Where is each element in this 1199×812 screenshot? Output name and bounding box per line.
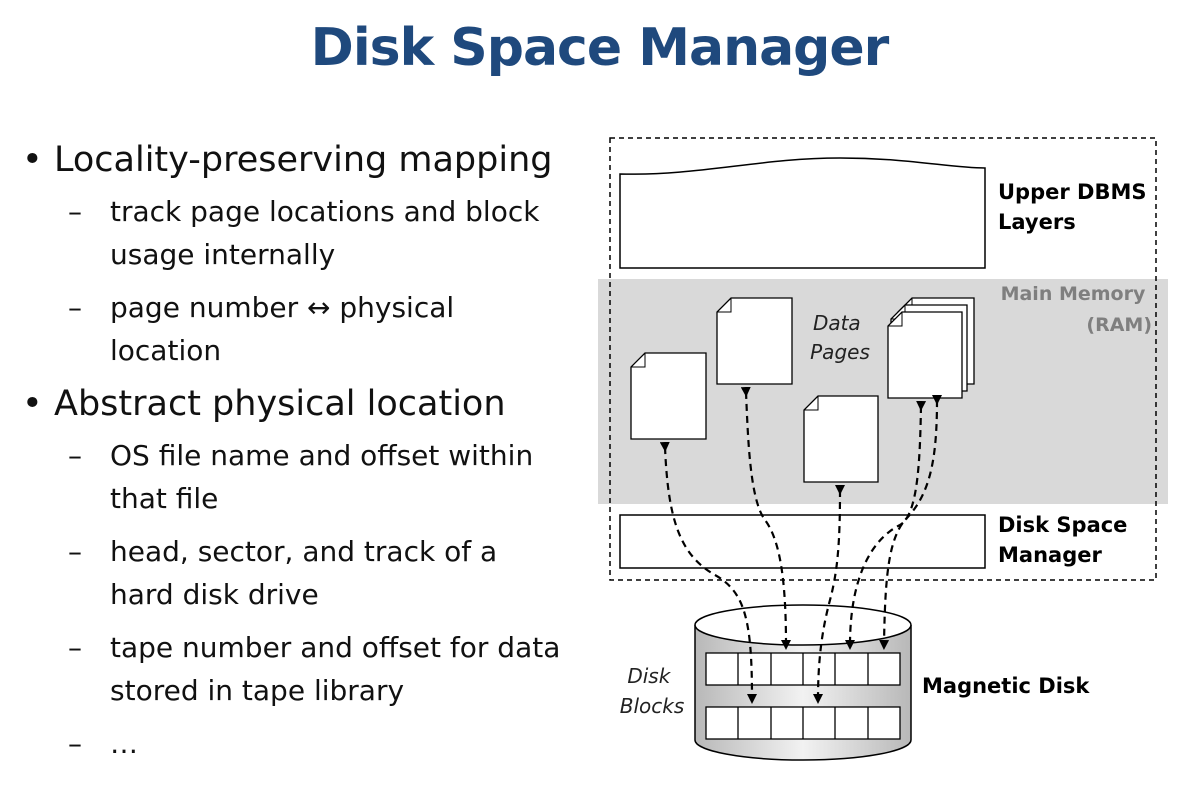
bullet-text: Abstract physical location (54, 384, 506, 424)
page-fold (631, 353, 646, 368)
sub-bullet-line: tape number and offset for data (110, 631, 561, 664)
dash-icon: – (68, 535, 82, 568)
mapping-arrow (813, 484, 846, 704)
sub-bullet: – track page locations and block usage i… (22, 190, 582, 276)
sub-bullet-line: location (110, 334, 222, 367)
magnetic-disk-label: Magnetic Disk (922, 674, 1090, 698)
page-fold (804, 396, 819, 411)
dash-icon: – (68, 439, 82, 472)
slide-title: Disk Space Manager (310, 18, 890, 78)
sub-bullet-line: usage internally (110, 238, 336, 271)
sub-bullet-line: that file (110, 482, 219, 515)
dash-icon: – (68, 727, 82, 760)
bullet-text: Locality-preserving mapping (54, 140, 553, 180)
mapping-arrow (740, 386, 791, 650)
upper-layers-label: Upper DBMS Layers (998, 180, 1154, 234)
sub-bullet: – head, sector, and track of a hard disk… (22, 530, 582, 616)
sub-bullet: – … (22, 722, 582, 765)
disk-blocks-label: Disk Blocks (620, 664, 685, 718)
dash-icon: – (68, 195, 82, 228)
mapping-arrow (879, 394, 943, 650)
disk-block-row (705, 652, 901, 686)
sub-bullet: – page number ↔ physical location (22, 286, 582, 372)
bullet-abstract: • Abstract physical location (22, 382, 582, 426)
sub-bullet: – tape number and offset for data stored… (22, 626, 582, 712)
dash-icon: – (68, 631, 82, 664)
bullet-list: • Locality-preserving mapping – track pa… (22, 138, 582, 775)
disk-top (694, 604, 912, 646)
sub-bullet-line: hard disk drive (110, 578, 319, 611)
sub-bullet-line: track page locations and block (110, 195, 540, 228)
dash-icon: – (68, 291, 82, 324)
sub-bullet-line: page number ↔ physical (110, 291, 455, 324)
main-memory-label: Main Memory (RAM) (1001, 283, 1152, 336)
bullet-locality: • Locality-preserving mapping (22, 138, 582, 182)
sub-bullet-line: … (110, 727, 138, 760)
sub-bullet: – OS file name and offset within that fi… (22, 434, 582, 520)
bullet-dot-icon: • (22, 140, 43, 180)
bullet-dot-icon: • (22, 384, 43, 424)
page-fold (888, 312, 903, 327)
data-page (630, 352, 707, 440)
data-page-stack (887, 311, 963, 399)
sub-bullet-line: stored in tape library (110, 674, 405, 707)
data-page (716, 297, 793, 385)
disk-block-row (705, 706, 901, 740)
data-page (803, 395, 879, 483)
disk-space-manager-label: Disk Space Manager (998, 513, 1135, 567)
sub-bullet-line: OS file name and offset within (110, 439, 534, 472)
page-fold (717, 298, 732, 313)
data-pages-label: Data Pages (810, 311, 870, 364)
upper-layers-box (619, 157, 986, 269)
sub-bullet-line: head, sector, and track of a (110, 535, 498, 568)
